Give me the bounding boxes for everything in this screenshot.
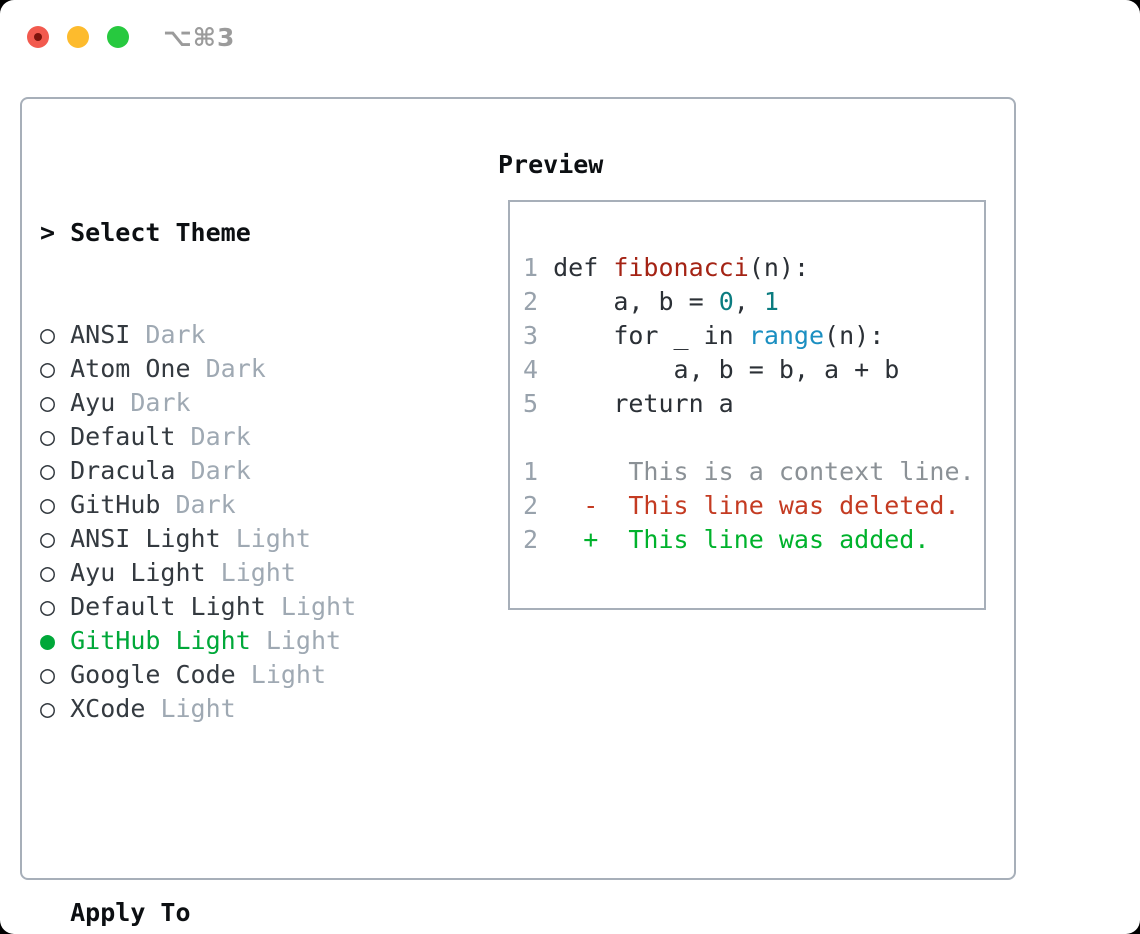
theme-option-default-light[interactable]: ○ Default Light Light	[40, 590, 461, 624]
minimize-button[interactable]	[67, 26, 89, 48]
code-line: 3 for _ in range(n):	[523, 321, 885, 350]
radio-unselected-icon: ○	[40, 320, 56, 349]
code-line-blank	[523, 421, 984, 455]
theme-name: Ayu Light	[70, 558, 206, 587]
theme-name: Atom One	[70, 354, 191, 383]
theme-name: Default Light	[70, 592, 266, 621]
theme-option-default-dark[interactable]: ○ Default Dark	[40, 420, 461, 454]
theme-variant: Dark	[190, 422, 251, 451]
radio-unselected-icon: ○	[40, 456, 56, 485]
code-line: 1 def fibonacci(n):	[523, 253, 810, 282]
theme-name: Dracula	[70, 456, 176, 485]
theme-name: Default	[70, 422, 176, 451]
theme-option-ayu-dark[interactable]: ○ Ayu Dark	[40, 386, 461, 420]
theme-variant: Light	[250, 660, 327, 689]
titlebar: ⌥⌘3	[0, 0, 1140, 74]
select-theme-header-label: Select Theme	[70, 218, 251, 247]
theme-option-github-light[interactable]: ● GitHub Light Light	[40, 624, 461, 658]
sidebar: > Select Theme ○ ANSI Dark○ Atom One Dar…	[40, 148, 461, 934]
theme-variant: Dark	[130, 388, 191, 417]
preview-code: 1 def fibonacci(n): 2 a, b = 0, 1 3 for _ …	[523, 251, 984, 557]
radio-unselected-icon: ○	[40, 388, 56, 417]
theme-name: Google Code	[70, 660, 236, 689]
theme-option-xcode-light[interactable]: ○ XCode Light	[40, 692, 461, 726]
theme-name: ANSI Light	[70, 524, 221, 553]
preview-box: 1 def fibonacci(n): 2 a, b = 0, 1 3 for _ …	[508, 200, 986, 610]
theme-variant: Dark	[175, 490, 236, 519]
zoom-button[interactable]	[107, 26, 129, 48]
theme-variant: Light	[280, 592, 357, 621]
radio-unselected-icon: ○	[40, 660, 56, 689]
code-line: 1 This is a context line.	[523, 457, 975, 486]
focus-caret-icon: >	[40, 218, 56, 247]
code-line: 5 return a	[523, 389, 734, 418]
radio-unselected-icon: ○	[40, 422, 56, 451]
select-theme-header: > Select Theme	[40, 216, 461, 250]
theme-variant: Light	[160, 694, 236, 723]
theme-variant: Dark	[205, 354, 266, 383]
theme-variant: Dark	[190, 456, 251, 485]
theme-option-ansi-light[interactable]: ○ ANSI Light Light	[40, 522, 461, 556]
apply-to-header: Apply To	[40, 896, 461, 930]
radio-unselected-icon: ○	[40, 592, 56, 621]
theme-name: GitHub	[70, 490, 161, 519]
theme-option-atom-one-dark[interactable]: ○ Atom One Dark	[40, 352, 461, 386]
theme-name: GitHub Light	[70, 626, 251, 655]
theme-name: Ayu	[70, 388, 116, 417]
theme-list: ○ ANSI Dark○ Atom One Dark○ Ayu Dark○ De…	[40, 318, 461, 726]
radio-unselected-icon: ○	[40, 524, 56, 553]
preview-header: Preview	[498, 150, 604, 179]
theme-variant: Light	[265, 626, 342, 655]
code-line: 2 - This line was deleted.	[523, 491, 960, 520]
radio-unselected-icon: ○	[40, 354, 56, 383]
radio-unselected-icon: ○	[40, 490, 56, 519]
theme-option-ayu-light[interactable]: ○ Ayu Light Light	[40, 556, 461, 590]
theme-variant: Light	[220, 558, 296, 587]
theme-name: XCode	[70, 694, 146, 723]
theme-option-google-code-light[interactable]: ○ Google Code Light	[40, 658, 461, 692]
theme-option-dracula-dark[interactable]: ○ Dracula Dark	[40, 454, 461, 488]
theme-option-github-dark[interactable]: ○ GitHub Dark	[40, 488, 461, 522]
code-line: 2 + This line was added.	[523, 525, 930, 554]
apply-to-header-label: Apply To	[70, 898, 191, 927]
theme-variant: Dark	[145, 320, 206, 349]
close-button[interactable]	[27, 26, 49, 48]
theme-variant: Light	[235, 524, 311, 553]
window-title: ⌥⌘3	[163, 23, 236, 52]
theme-option-ansi-dark[interactable]: ○ ANSI Dark	[40, 318, 461, 352]
code-line: 2 a, b = 0, 1	[523, 287, 779, 316]
code-line: 4 a, b = b, a + b	[523, 355, 900, 384]
radio-selected-icon: ●	[40, 626, 56, 655]
radio-unselected-icon: ○	[40, 694, 56, 723]
radio-unselected-icon: ○	[40, 558, 56, 587]
theme-name: ANSI	[70, 320, 131, 349]
